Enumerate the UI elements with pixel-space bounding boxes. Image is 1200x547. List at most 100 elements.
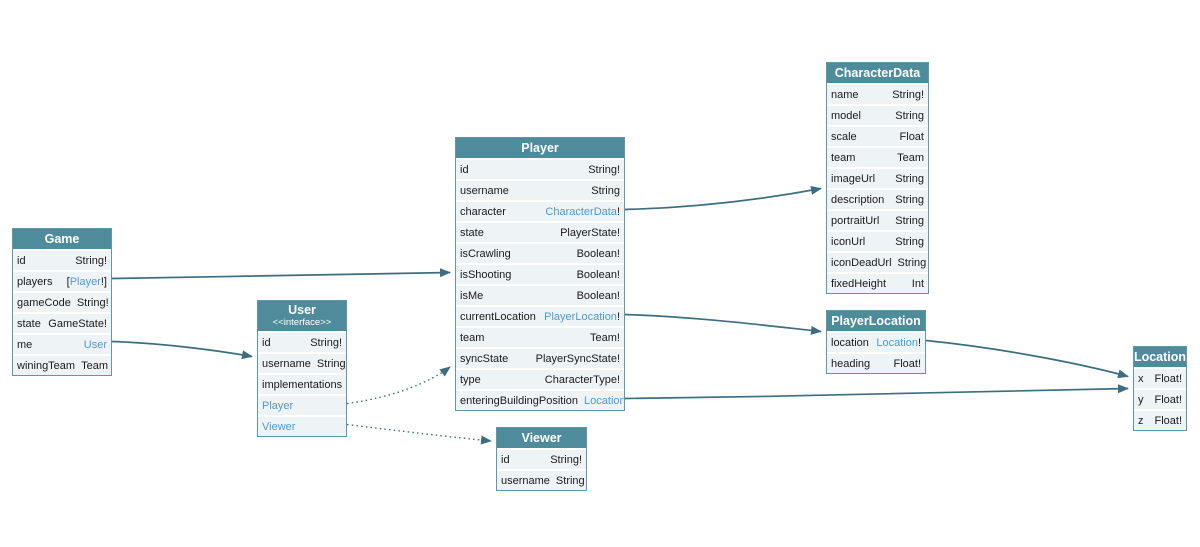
field-type: String [895, 110, 924, 122]
field-name: currentLocation [460, 310, 536, 323]
type-text: Team [81, 359, 108, 372]
type-text: String [895, 235, 924, 248]
field-name: username [460, 184, 509, 197]
type-link[interactable]: Viewer [262, 420, 296, 433]
type-link[interactable]: User [83, 338, 107, 351]
field-row-player-username[interactable]: username String [456, 181, 624, 200]
field-name: y [1138, 393, 1144, 406]
field-type: Boolean! [577, 269, 620, 281]
type-link[interactable]: Location [584, 394, 624, 407]
type-link[interactable]: CharacterData [545, 205, 617, 218]
field-type: GameState! [48, 318, 107, 330]
table-title: User [288, 303, 316, 317]
field-name: iconUrl [831, 235, 866, 248]
type-text: ! [616, 205, 620, 218]
field-type: String [898, 257, 927, 269]
type-text: Boolean! [576, 247, 620, 260]
table-title: Player [521, 140, 559, 155]
table-header-user[interactable]: User<<interface>> [258, 301, 346, 331]
field-name: players [17, 275, 53, 288]
table-header-player[interactable]: Player [456, 138, 624, 158]
type-text: GameState! [48, 317, 107, 330]
type-link[interactable]: Location [876, 336, 918, 349]
type-text: String [591, 184, 620, 197]
field-type: Location [584, 395, 624, 407]
type-text: !] [100, 275, 107, 288]
type-text: Int [911, 277, 924, 290]
field-row-game-players[interactable]: players[Player!] [13, 272, 111, 291]
type-link[interactable]: PlayerLocation [544, 310, 617, 323]
type-link[interactable]: Player [262, 399, 294, 412]
table-header-location[interactable]: Location [1134, 347, 1186, 367]
table-header-playerlocation[interactable]: PlayerLocation [827, 311, 925, 331]
field-row-player-character[interactable]: character CharacterData! [456, 202, 624, 221]
table-header-characterdata[interactable]: CharacterData [827, 63, 928, 83]
field-row-user-viewer[interactable]: Viewer [258, 417, 346, 436]
field-row-user-implementations[interactable]: implementations [258, 375, 346, 394]
table-title: Location [1134, 349, 1186, 364]
field-name: character [460, 205, 506, 218]
type-text: String! [550, 453, 582, 466]
field-row-characterdata-iconurl[interactable]: iconUrl String [827, 232, 928, 251]
type-text: Team! [590, 331, 620, 344]
field-name: id [460, 163, 469, 176]
type-text: String! [76, 296, 109, 309]
field-name: id [501, 453, 510, 466]
type-link[interactable]: Player [69, 275, 101, 288]
field-name: syncState [460, 352, 509, 365]
table-header-game[interactable]: Game [13, 229, 111, 249]
type-text: String [897, 256, 927, 269]
arrow-playerlocation-location-to-location [925, 339, 1129, 379]
field-row-user-player[interactable]: Player [258, 396, 346, 415]
arrow-player-currentlocation-to-playerlocation [624, 313, 822, 335]
field-type: Float [900, 131, 924, 143]
type-text: String [895, 109, 924, 122]
field-name: isMe [460, 289, 484, 302]
type-text: String [895, 214, 924, 227]
field-type: Team [897, 152, 924, 164]
field-row-viewer-id[interactable]: id String! [497, 450, 586, 469]
table-header-viewer[interactable]: Viewer [497, 428, 586, 448]
field-type: Float! [1154, 373, 1182, 385]
